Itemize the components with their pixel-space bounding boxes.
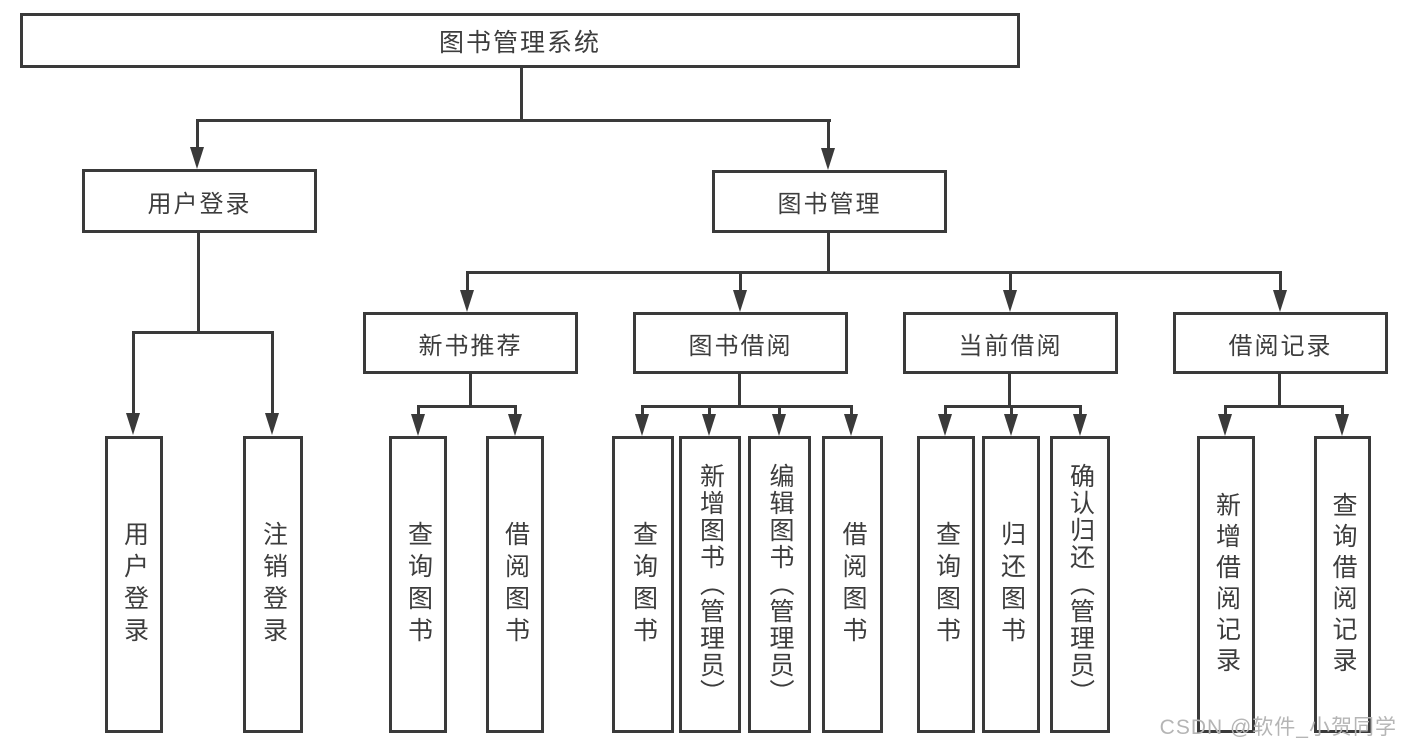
connector-line: [1009, 271, 1012, 292]
node-return-books: 归还图书: [982, 436, 1040, 733]
connector-line: [133, 331, 274, 334]
arrowhead-down-icon: [702, 414, 716, 436]
connector-line: [1224, 405, 1227, 417]
connector-line: [944, 405, 947, 417]
node-label: 查询图书: [932, 520, 961, 649]
node-borrowing-records: 借阅记录: [1173, 312, 1388, 374]
node-add-borrow-record: 新增借阅记录: [1197, 436, 1255, 733]
connector-line: [466, 271, 469, 292]
connector-line: [642, 405, 853, 408]
node-user-login: 用户登录: [105, 436, 163, 733]
node-label: 借阅图书: [839, 520, 867, 649]
node-label: 图书借阅: [688, 332, 793, 360]
arrowhead-down-icon: [1003, 290, 1017, 312]
node-root-library-system: 图书管理系统: [20, 13, 1020, 68]
connector-line: [778, 405, 781, 417]
connector-line: [132, 331, 135, 415]
node-query-books: 查询图书: [612, 436, 674, 733]
node-label: 确认归还（管理员）: [1066, 463, 1095, 706]
connector-line: [1279, 271, 1282, 292]
connector-line: [197, 119, 831, 122]
csdn-watermark: CSDN @软件_小贺同学: [1159, 716, 1397, 739]
node-label: 查询图书: [404, 520, 433, 649]
arrowhead-down-icon: [508, 414, 522, 436]
connector-line: [514, 405, 517, 417]
connector-line: [1225, 405, 1344, 408]
arrowhead-down-icon: [844, 414, 858, 436]
connector-line: [418, 405, 517, 408]
connector-line: [1079, 405, 1082, 417]
node-label: 编辑图书（管理员）: [766, 463, 794, 706]
arrowhead-down-icon: [772, 414, 786, 436]
connector-line: [827, 119, 830, 151]
node-confirm-return-admin: 确认归还（管理员）: [1050, 436, 1110, 733]
connector-line: [469, 374, 472, 408]
connector-line: [708, 405, 711, 417]
node-label: 新增图书（管理员）: [696, 463, 725, 706]
arrowhead-down-icon: [460, 290, 474, 312]
arrowhead-down-icon: [126, 413, 140, 435]
arrowhead-down-icon: [1218, 414, 1232, 436]
connector-line: [1341, 405, 1344, 417]
arrowhead-down-icon: [411, 414, 425, 436]
arrowhead-down-icon: [821, 148, 835, 170]
node-label: 用户登录: [147, 190, 252, 218]
connector-line: [197, 233, 200, 334]
node-query-books: 查询图书: [917, 436, 975, 733]
node-user-login-branch: 用户登录: [82, 169, 317, 233]
arrowhead-down-icon: [1004, 414, 1018, 436]
connector-line: [738, 374, 741, 408]
node-label: 新增借阅记录: [1212, 491, 1241, 678]
node-query-books: 查询图书: [389, 436, 447, 733]
node-new-book-recommend: 新书推荐: [363, 312, 578, 374]
connector-line: [520, 68, 523, 120]
node-label: 注销登录: [259, 520, 288, 649]
node-label: 归还图书: [997, 520, 1026, 649]
arrowhead-down-icon: [938, 414, 952, 436]
arrowhead-down-icon: [265, 413, 279, 435]
node-edit-books-admin: 编辑图书（管理员）: [748, 436, 811, 733]
arrowhead-down-icon: [733, 290, 747, 312]
connector-line: [739, 271, 742, 292]
connector-line: [1008, 374, 1011, 408]
node-borrow-books: 借阅图书: [486, 436, 544, 733]
connector-line: [417, 405, 420, 417]
node-logout: 注销登录: [243, 436, 303, 733]
connector-line: [1278, 374, 1281, 408]
node-current-borrowing: 当前借阅: [903, 312, 1118, 374]
node-borrow-books: 借阅图书: [822, 436, 883, 733]
arrowhead-down-icon: [635, 414, 649, 436]
node-query-borrow-record: 查询借阅记录: [1314, 436, 1371, 733]
node-label: 借阅记录: [1228, 332, 1333, 360]
node-label: 图书管理: [777, 191, 882, 218]
arrowhead-down-icon: [1073, 414, 1087, 436]
node-book-management-branch: 图书管理: [712, 170, 947, 233]
node-label: 用户登录: [120, 520, 149, 649]
connector-line: [945, 405, 1081, 408]
node-book-borrowing: 图书借阅: [633, 312, 848, 374]
node-label: 借阅图书: [501, 520, 530, 649]
connector-line: [641, 405, 644, 417]
node-label: 查询图书: [629, 520, 658, 649]
node-add-books-admin: 新增图书（管理员）: [679, 436, 741, 733]
node-label: 新书推荐: [418, 332, 523, 360]
connector-line: [271, 331, 274, 415]
arrowhead-down-icon: [1335, 414, 1349, 436]
connector-line: [850, 405, 853, 417]
connector-line: [196, 119, 199, 151]
arrowhead-down-icon: [1273, 290, 1287, 312]
connector-line: [1010, 405, 1013, 417]
connector-line: [467, 271, 1282, 274]
node-label: 查询借阅记录: [1329, 491, 1357, 678]
node-label: 图书管理系统: [438, 28, 601, 57]
connector-line: [827, 233, 830, 274]
node-label: 当前借阅: [958, 332, 1063, 360]
arrowhead-down-icon: [190, 147, 204, 169]
